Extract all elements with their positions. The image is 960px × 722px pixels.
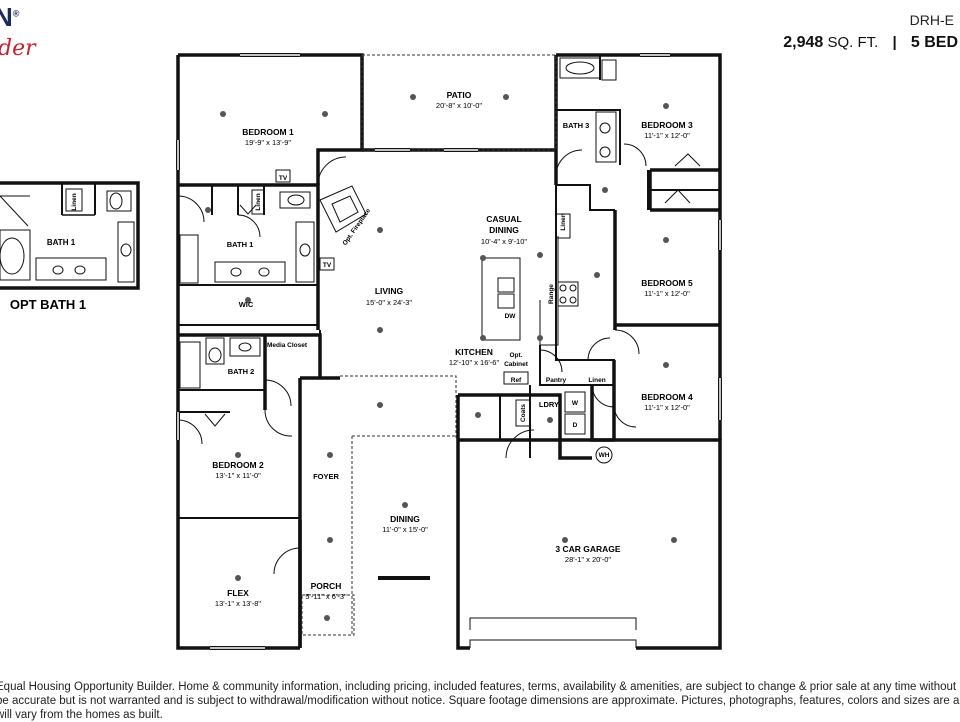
flex-dims: 13'-1" x 13'-8" bbox=[215, 599, 261, 608]
linen-hall-label: Linen bbox=[560, 213, 567, 230]
linen-ldry-label: Linen bbox=[588, 377, 605, 384]
bedroom4-dims: 11'-1" x 12'-0" bbox=[644, 403, 690, 412]
kitchen-name: KITCHEN bbox=[455, 347, 493, 357]
stats-separator: | bbox=[892, 34, 897, 51]
water-heater-label: WH bbox=[599, 452, 610, 459]
window-inner bbox=[177, 54, 721, 649]
living-dims: 15'-0" x 24'-3" bbox=[366, 298, 412, 307]
bedroom3-name: BEDROOM 3 bbox=[641, 120, 693, 130]
bedroom2-name: BEDROOM 2 bbox=[212, 460, 264, 470]
ref-label: Ref bbox=[511, 377, 522, 384]
disclaimer-line-3: will vary from the homes as built. bbox=[0, 709, 163, 721]
bedroom5-dims: 11'-1" x 12'-0" bbox=[644, 289, 690, 298]
bath1-opt-label: BATH 1 bbox=[47, 238, 76, 247]
pantry-label: Pantry bbox=[546, 377, 567, 384]
opt-cabinet-label-1: Opt. bbox=[510, 352, 523, 359]
range-label: Range bbox=[548, 284, 555, 304]
ldry-name: LDRY bbox=[539, 400, 559, 409]
porch-name: PORCH bbox=[311, 581, 342, 591]
room-labels: PATIO 20'-8" x 10'-0" BEDROOM 1 19'-9" x… bbox=[212, 90, 693, 608]
disclaimer-line-1: Equal Housing Opportunity Builder. Home … bbox=[0, 681, 960, 693]
washer-label: W bbox=[572, 400, 579, 407]
patio-dims: 20'-8" x 10'-0" bbox=[436, 101, 482, 110]
linen-b1-label: Linen bbox=[255, 193, 262, 210]
wic-name: WIC bbox=[239, 300, 254, 309]
bedroom1-name: BEDROOM 1 bbox=[242, 127, 294, 137]
garage-name: 3 CAR GARAGE bbox=[555, 544, 621, 554]
logo-tagline: der bbox=[0, 36, 36, 61]
logo-mark: N® bbox=[0, 2, 20, 32]
dining-dims: 11'-0" x 15'-0" bbox=[382, 525, 428, 534]
coats-label: Coats bbox=[520, 404, 527, 422]
bedroom2-dims: 13'-1" x 11'-0" bbox=[215, 471, 261, 480]
legal-disclaimer: Equal Housing Opportunity Builder. Home … bbox=[0, 680, 960, 722]
plan-stats: 2,948 SQ. FT. | 5 BED bbox=[783, 34, 958, 52]
plan-code: DRH-E bbox=[909, 12, 954, 28]
bath3-name: BATH 3 bbox=[563, 121, 590, 130]
opt-cabinet-label-2: Cabinet bbox=[504, 361, 529, 368]
tv-label-1: TV bbox=[279, 175, 288, 182]
bedroom4-name: BEDROOM 4 bbox=[641, 392, 693, 402]
sqft-unit: SQ. FT. bbox=[827, 34, 879, 51]
disclaimer-line-2: be accurate but is not warranted and is … bbox=[0, 695, 960, 707]
interior-walls bbox=[178, 55, 720, 519]
casual-dining-dims: 10'-4" x 9'-10" bbox=[481, 237, 527, 246]
kitchen-dims: 12'-10" x 16'-6" bbox=[449, 358, 500, 367]
bath1-name: BATH 1 bbox=[227, 240, 254, 249]
foyer-name: FOYER bbox=[313, 472, 339, 481]
bedroom-count: 5 BED bbox=[910, 34, 958, 51]
living-name: LIVING bbox=[375, 286, 404, 296]
media-closet-label: Media Closet bbox=[267, 342, 308, 349]
opt-bath-title: OPT BATH 1 bbox=[10, 297, 86, 312]
sqft-value: 2,948 bbox=[783, 34, 824, 51]
bedroom1-dims: 19'-9" x 13'-9" bbox=[245, 138, 291, 147]
dashed-boundaries bbox=[301, 54, 557, 636]
fixtures bbox=[179, 57, 617, 464]
bedroom5-name: BEDROOM 5 bbox=[641, 278, 693, 288]
dining-name: DINING bbox=[390, 514, 420, 524]
opt-bath-inset bbox=[0, 181, 140, 290]
garage-door bbox=[469, 617, 637, 648]
bedroom3-dims: 11'-1" x 12'-0" bbox=[644, 131, 690, 140]
tv-label-2: TV bbox=[323, 262, 332, 269]
linen-opt-label: Linen bbox=[71, 193, 78, 210]
floor-plan: OPT BATH 1 BATH 1 Linen bbox=[0, 53, 722, 650]
patio-name: PATIO bbox=[447, 90, 472, 100]
door-swings bbox=[177, 143, 701, 575]
casual-dining-name2: DINING bbox=[489, 225, 519, 235]
flex-name: FLEX bbox=[227, 588, 249, 598]
light-dots bbox=[205, 94, 677, 621]
casual-dining-name: CASUAL bbox=[486, 214, 521, 224]
dryer-label: D bbox=[573, 422, 578, 429]
bath2-name: BATH 2 bbox=[228, 367, 255, 376]
garage-dims: 28'-1" x 20'-0" bbox=[565, 555, 611, 564]
dw-label: DW bbox=[505, 313, 517, 320]
porch-dims: 5'-11" x 6'-3" bbox=[305, 592, 347, 601]
